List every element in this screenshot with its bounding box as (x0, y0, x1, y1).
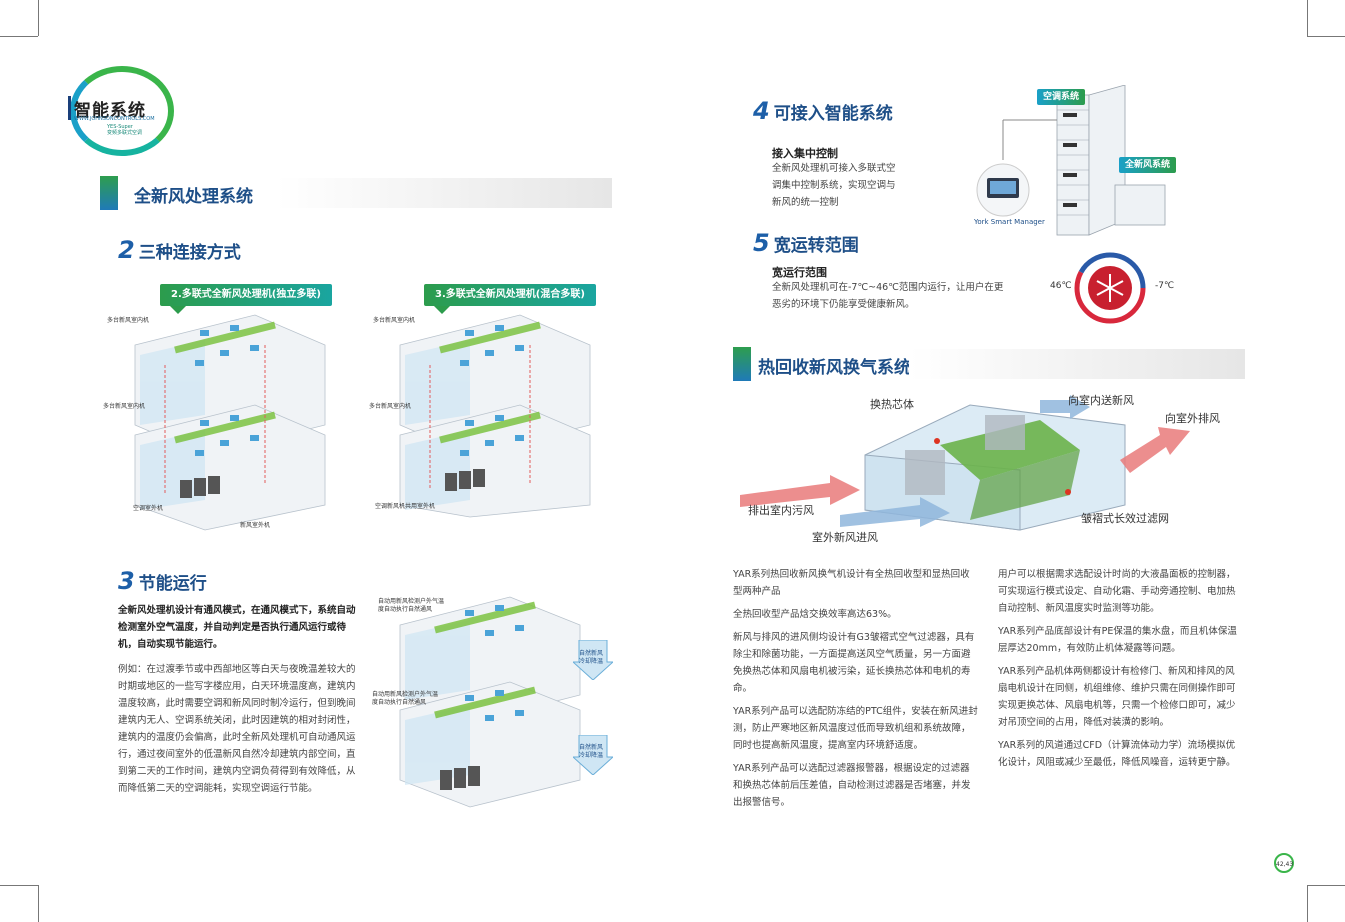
arrow-down-icon (573, 640, 613, 680)
wide-range-title: 宽运行范围 (772, 266, 827, 279)
section-title: 全新风处理系统 (134, 187, 253, 207)
section-marker (100, 176, 118, 210)
heading-number: 5 (753, 229, 770, 257)
arrow-down-icon (573, 735, 613, 775)
heading-text: 三种连接方式 (138, 243, 241, 263)
logo-sub-line2: 变频多联式空调 (107, 130, 143, 136)
heading-number: 3 (118, 567, 135, 595)
crop-mark (0, 36, 38, 37)
wide-range-body: 全新风处理机可在-7℃~46℃范围内运行，让用户在更恶劣的环境下仍能享受健康新风… (772, 282, 1004, 310)
crop-mark (38, 885, 39, 922)
logo-title: 智能系统 (74, 101, 146, 121)
central-control-body: 全新风处理机可接入多联式空调集中控制系统，实现空调与新风的统一控制 (772, 163, 896, 208)
heading-text: 宽运转范围 (773, 236, 859, 256)
hrv-text-column-1: YAR系列热回收新风换气机设计有全热回收型和显热回收型两种产品 全热回收型产品焓… (733, 566, 978, 811)
section-bar (276, 178, 612, 208)
energy-saving-body: 例如：在过渡季节或中西部地区等白天与夜晚温差较大的时期或地区的一些写字楼应用，白… (118, 664, 356, 794)
logo-ring (70, 66, 174, 156)
building-diagram-c (399, 596, 581, 808)
label-auto-vent-1: 自动用新风检测户外气温度自动执行自然通风 (378, 598, 445, 613)
building-diagram-a (134, 314, 326, 531)
hrv-unit-diagram (740, 395, 1190, 531)
logo-subtitle: YES-Super 变频多联式空调 (107, 124, 142, 136)
central-control-title: 接入集中控制 (772, 147, 838, 160)
heading-text: 节能运行 (138, 574, 207, 594)
hrv-label-return: 排出室内污风 (748, 504, 814, 517)
paragraph: 用户可以根据需求选配设计时尚的大液晶面板的控制器，可实现运行模式设定、自动化霜、… (998, 569, 1236, 614)
paragraph: 全热回收型产品焓交换效率高达63%。 (733, 609, 897, 620)
crop-mark (1307, 885, 1308, 922)
crop-mark (1307, 0, 1308, 36)
label-b-shared-outdoor: 空调新风机共用室外机 (375, 503, 436, 510)
tag-fresh-system: 全新风系统 (1119, 157, 1177, 173)
hrv-label-filter: 皱褶式长效过滤网 (1081, 512, 1169, 525)
paragraph: YAR系列产品机体两侧都设计有检修门、新风和排风的风扇电机设计在同侧，机组维修、… (998, 666, 1236, 728)
crop-mark (38, 0, 39, 36)
section-bar (909, 349, 1245, 379)
paragraph: YAR系列产品可以选配防冻结的PTC组件，安装在新风进封测，防止严寒地区新风温度… (733, 706, 978, 751)
hrv-label-core: 换热芯体 (870, 398, 914, 411)
section-header-fresh-air: 全新风处理系统 (100, 176, 612, 210)
label-natural-cool-1: 自然新风冷却降温 (579, 650, 604, 665)
tag-ac-system: 空调系统 (1037, 89, 1086, 105)
heading-number: 4 (753, 97, 770, 125)
paragraph: 新风与排风的进风侧均设计有G3皱褶式空气过滤器，具有除尘和除菌功能，一方面提高送… (733, 632, 975, 694)
crop-mark (1307, 36, 1345, 37)
label-indoor-units-top: 多台新风室内机 (107, 317, 150, 324)
heading-text: 可接入智能系统 (773, 104, 893, 124)
york-smart-manager-label: York Smart Manager (974, 218, 1045, 226)
page-number: 42,43 (1274, 853, 1294, 873)
section-marker (733, 347, 751, 381)
building-network-diagram (976, 85, 1166, 236)
temperature-range-icon (1074, 252, 1146, 324)
label-b-indoor-mid: 多台新风室内机 (369, 403, 412, 410)
hrv-label-supply: 向室内送新风 (1068, 394, 1134, 407)
hrv-label-fresh-in: 室外新风进风 (812, 531, 878, 544)
heading-number: 2 (118, 236, 135, 264)
crop-mark (1307, 885, 1345, 886)
section-title: 热回收新风换气系统 (758, 358, 911, 378)
logo-sub-line1: YES-Super (107, 124, 133, 130)
logo-url: WWW.JOHNSONCONTROLS.COM (74, 116, 155, 122)
label-fresh-outdoor: 新风室外机 (240, 522, 271, 529)
diagram-a-title: 2.多联式全新风处理机(独立多联) (160, 284, 332, 314)
label-b-indoor-top: 多台新风室内机 (373, 317, 416, 324)
crop-mark (0, 885, 38, 886)
paragraph: YAR系列产品底部设计有PE保温的集水盘，而且机体保温层厚达20mm，有效防止机… (998, 626, 1237, 654)
label-natural-cool-2: 自然新风冷却降温 (579, 744, 604, 759)
label-ac-outdoor: 空调室外机 (133, 505, 164, 512)
diagram-b-title: 3.多联式全新风处理机(混合多联) (424, 284, 596, 314)
label-indoor-units-mid: 多台新风室内机 (103, 403, 146, 410)
hrv-text-column-2: 用户可以根据需求选配设计时尚的大液晶面板的控制器，可实现运行模式设定、自动化霜、… (998, 566, 1243, 771)
hrv-label-exhaust: 向室外排风 (1165, 412, 1220, 425)
temp-low-label: -7℃ (1155, 281, 1175, 291)
temp-high-label: 46℃ (1050, 281, 1072, 291)
logo-bar (68, 96, 71, 120)
label-auto-vent-2: 自动用新风检测户外气温度自动执行自然通风 (372, 691, 439, 706)
building-diagram-b (399, 314, 591, 518)
paragraph: YAR系列产品可以选配过滤器报警器，根据设定的过滤器和换热芯体前后压差值，自动检… (733, 763, 971, 808)
energy-saving-intro: 全新风处理机设计有通风模式，在通风模式下，系统自动检测室外空气温度，并自动判定是… (118, 605, 356, 650)
paragraph: YAR系列的风道通过CFD（计算流体动力学）流场模拟优化设计，风阻或减少至最低，… (998, 740, 1236, 768)
section-header-heat-recovery: 热回收新风换气系统 (733, 347, 1245, 381)
paragraph: YAR系列热回收新风换气机设计有全热回收型和显热回收型两种产品 (733, 569, 970, 597)
